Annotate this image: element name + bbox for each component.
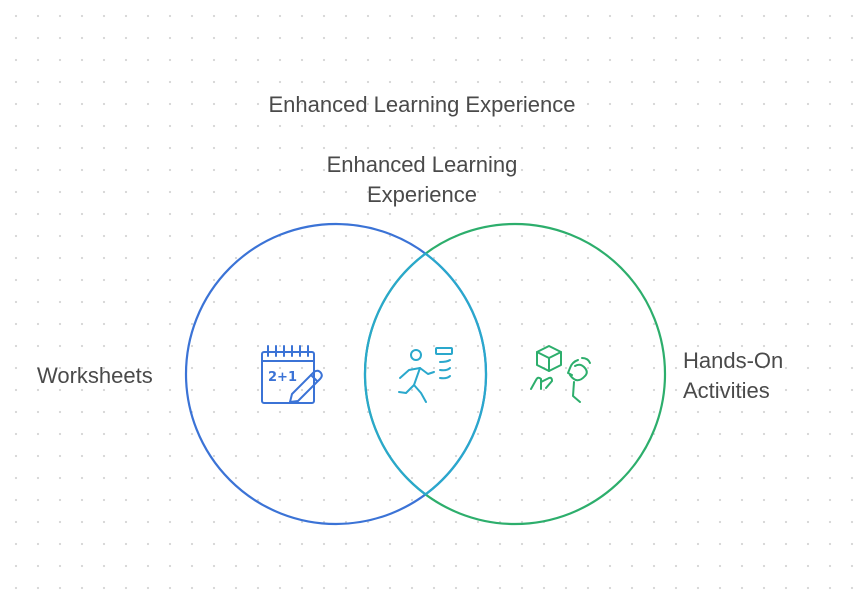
diagram-title-text: Enhanced Learning Experience [268, 92, 576, 117]
intersection-label: Enhanced Learning Experience [326, 152, 518, 207]
hand-cube-head-icon [530, 345, 591, 403]
calendar-math-text: 2+1 [268, 370, 297, 385]
running-person-icon [398, 347, 453, 403]
left-set-circle [184, 222, 488, 526]
calendar-math-pencil-icon: 2+1 [261, 345, 323, 404]
right-set-circle [363, 222, 667, 526]
left-set-label: Worksheets [37, 363, 153, 388]
intersection-outline [363, 252, 488, 496]
right-set-label: Hands-On Activities [683, 348, 784, 403]
diagram-title: Enhanced Learning Experience [0, 90, 859, 120]
